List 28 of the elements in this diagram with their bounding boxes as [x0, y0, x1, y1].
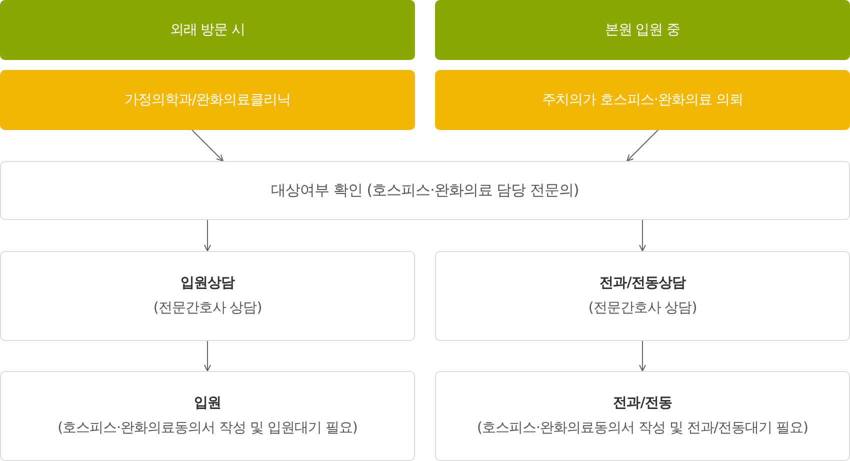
- arrow: [204, 340, 211, 372]
- step-box: [435, 251, 850, 341]
- step-description: (호스피스·완화의료동의서 작성 및 전과/전동대기 필요): [477, 419, 808, 438]
- step-title: 전과/전동: [613, 394, 672, 413]
- arrow: [626, 130, 658, 162]
- referral-box: [435, 70, 850, 130]
- box-label: 주치의가 호스피스·완화의료 의뢰: [542, 90, 743, 110]
- header-box: [0, 0, 415, 60]
- arrow: [192, 130, 224, 162]
- step-description: (전문간호사 상담): [588, 299, 697, 318]
- step-title: 전과/전동상담: [600, 274, 686, 293]
- process-box: [0, 161, 850, 220]
- header-box: [435, 0, 850, 60]
- step-description: (전문간호사 상담): [153, 299, 262, 318]
- step-description: (호스피스·완화의료동의서 작성 및 입원대기 필요): [58, 419, 358, 438]
- box-label: 외래 방문 시: [170, 20, 246, 40]
- box-label: 본원 입원 중: [604, 20, 680, 40]
- arrow: [639, 220, 646, 252]
- box-label: 대상여부 확인 (호스피스·완화의료 담당 전문의): [271, 180, 579, 201]
- step-title: 입원상담: [180, 274, 234, 293]
- arrow: [639, 340, 646, 372]
- step-title: 입원: [194, 394, 221, 413]
- referral-box: [0, 70, 415, 130]
- step-box: [435, 371, 850, 461]
- box-label: 가정의학과/완화의료클리닉: [124, 90, 291, 110]
- arrow: [204, 220, 211, 252]
- step-box: [0, 251, 415, 341]
- step-box: [0, 371, 415, 461]
